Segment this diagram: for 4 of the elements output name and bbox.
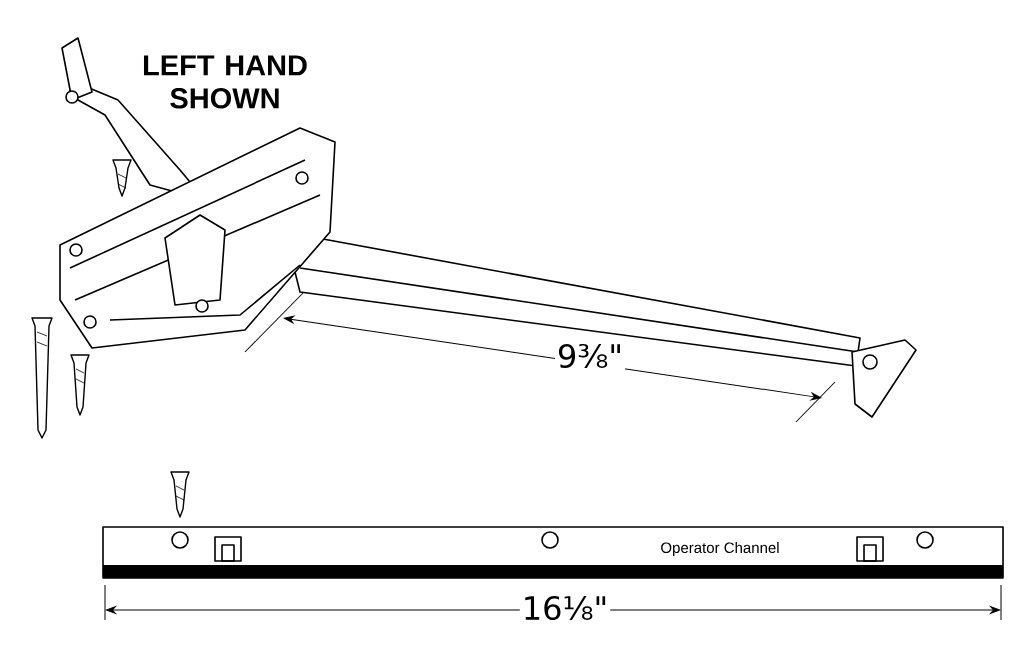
dimension-text: 16⅛" <box>519 593 611 623</box>
part-label: Operator Channel <box>659 541 781 557</box>
dimension-text: 9⅜" <box>554 341 626 371</box>
heading-text: LEFT HAND SHOWN <box>144 55 307 109</box>
